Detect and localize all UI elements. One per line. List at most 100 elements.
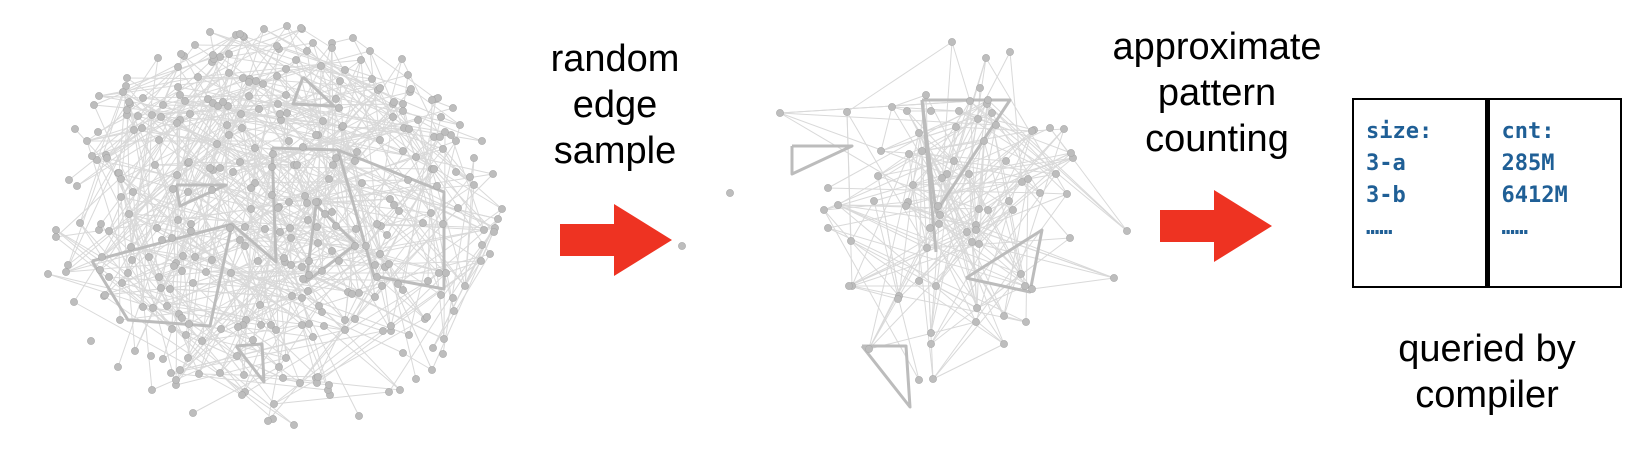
graph-edge	[392, 103, 485, 231]
graph-node	[988, 109, 996, 117]
graph-node	[270, 400, 278, 408]
graph-node	[272, 326, 280, 334]
graph-edge	[355, 136, 441, 230]
graph-node	[280, 254, 288, 262]
graph-node	[390, 201, 398, 209]
graph-edge	[104, 270, 323, 296]
graph-node	[292, 56, 300, 64]
graph-node	[454, 204, 462, 212]
graph-node	[843, 108, 851, 116]
graph-edge	[877, 175, 900, 297]
graph-node	[320, 322, 328, 330]
graph-node	[261, 225, 269, 233]
count-column: cnt: 285M 6412M ……	[1486, 98, 1622, 288]
graph-node	[128, 256, 136, 264]
graph-edge	[823, 209, 900, 297]
graph-node	[923, 244, 931, 252]
graph-edge	[188, 25, 288, 163]
graph-edge	[194, 44, 278, 47]
graph-node	[394, 280, 402, 288]
graph-node	[88, 152, 96, 160]
graph-node	[834, 201, 842, 209]
pattern-edge	[231, 147, 278, 264]
graph-node	[935, 220, 943, 228]
graph-node	[189, 279, 197, 287]
graph-edge	[986, 103, 1128, 232]
graph-node	[1036, 189, 1044, 197]
ellipsis: ……	[1501, 215, 1529, 240]
graph-node	[358, 179, 366, 187]
graph-edge	[941, 177, 978, 309]
graph-edge	[402, 352, 433, 371]
graph-edge	[73, 301, 243, 396]
graph-node	[236, 236, 244, 244]
graph-node	[456, 121, 464, 129]
graph-node	[191, 253, 199, 261]
graph-node	[73, 182, 81, 190]
graph-edge	[925, 94, 1026, 287]
graph-edge	[254, 80, 257, 184]
graph-node	[870, 197, 878, 205]
graph-node	[269, 150, 277, 158]
graph-edge	[323, 325, 401, 391]
approximate-pattern-counting-label: approximate pattern counting	[1082, 24, 1352, 162]
graph-edge	[315, 173, 494, 203]
graph-node	[148, 111, 156, 119]
graph-edge	[827, 99, 989, 189]
graph-node	[905, 150, 913, 158]
graph-edge	[267, 285, 383, 422]
graph-node	[139, 303, 147, 311]
graph-edge	[142, 66, 179, 99]
graph-node	[992, 121, 1000, 129]
graph-node	[290, 421, 298, 429]
graph-node	[209, 51, 217, 59]
graph-edge	[390, 272, 447, 327]
graph-edge	[212, 119, 419, 171]
graph-node	[301, 192, 309, 200]
graph-node	[903, 107, 911, 115]
graph-node	[439, 220, 447, 228]
graph-node	[259, 80, 267, 88]
graph-edge	[201, 324, 303, 342]
graph-node	[461, 282, 469, 290]
graph-node	[157, 284, 165, 292]
graph-edge	[880, 126, 957, 152]
graph-edge	[823, 209, 920, 381]
graph-node	[390, 98, 398, 106]
graph-node	[984, 206, 992, 214]
graph-edge	[285, 68, 292, 266]
graph-node	[430, 165, 438, 173]
graph-node	[335, 257, 343, 265]
graph-node	[312, 131, 320, 139]
graph-edge	[108, 66, 179, 232]
graph-edge	[939, 152, 1072, 216]
graph-node	[376, 84, 384, 92]
graph-edge	[918, 150, 923, 282]
label-line: sample	[553, 130, 677, 172]
graph-node	[452, 137, 460, 145]
graph-node	[189, 409, 197, 417]
pattern-edge	[920, 99, 938, 253]
graph-edge	[160, 116, 344, 127]
pattern-edge	[90, 222, 234, 328]
graph-node	[412, 375, 420, 383]
graph-node	[399, 147, 407, 155]
graph-node	[395, 207, 403, 215]
pattern-count-table: size: 3-a 3-b …… cnt: 285M 6412M ……	[1352, 98, 1622, 288]
graph-edge	[941, 177, 1005, 317]
graph-node	[427, 209, 435, 217]
graph-edge	[464, 260, 482, 287]
graph-node	[236, 30, 244, 38]
arrow-right-icon	[560, 204, 672, 276]
graph-edge	[98, 95, 319, 136]
graph-node	[385, 260, 393, 268]
graph-node	[288, 292, 296, 300]
graph-node	[286, 224, 294, 232]
graph-node	[952, 123, 960, 131]
graph-edge	[288, 59, 362, 203]
graph-edge	[906, 110, 955, 162]
graph-node	[1022, 318, 1030, 326]
label-line: random	[550, 38, 680, 80]
graph-node	[159, 101, 167, 109]
graph-node	[166, 285, 174, 293]
